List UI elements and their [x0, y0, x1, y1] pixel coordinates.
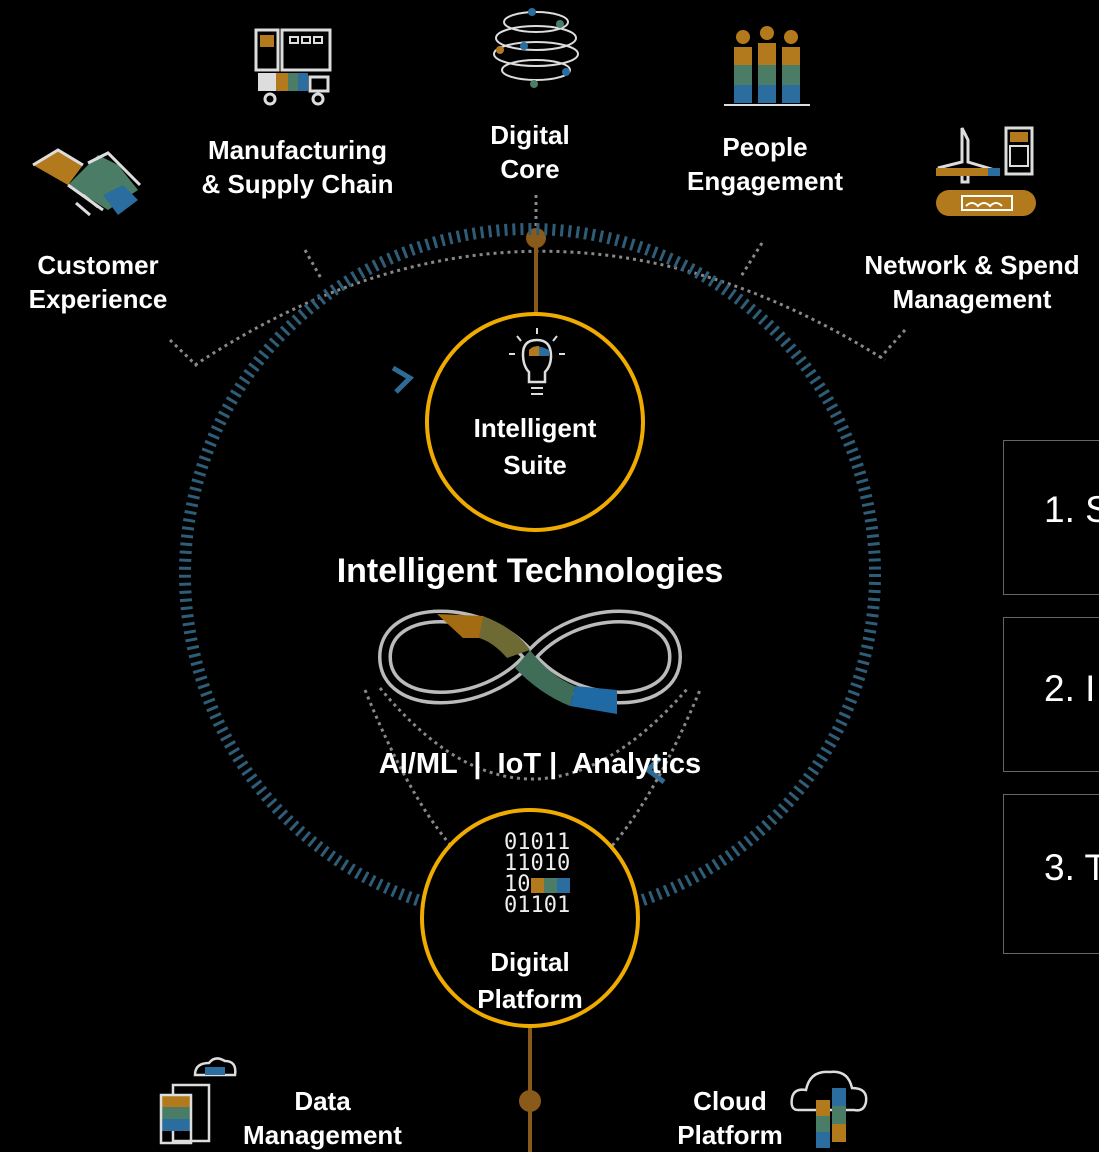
digital-core-line2: Core — [500, 154, 560, 184]
binary-row-3-text: 10 — [504, 872, 531, 897]
manufacturing-line2: & Supply Chain — [201, 169, 394, 199]
data-documents-cloud-icon — [159, 1057, 237, 1145]
suite-line1: Intelligent — [473, 413, 597, 443]
binary-code-icon: 01011 11010 10 01101 — [504, 830, 571, 918]
binary-row-1: 01011 — [504, 830, 571, 855]
center-title: Intelligent Technologies — [336, 552, 724, 590]
suite-text: Intelligent Suite — [429, 410, 641, 484]
step-2-text: 2. I — [1044, 668, 1096, 709]
data-management-label: Data Management — [225, 1084, 420, 1152]
network-spend-label: Network & Spend Management — [845, 248, 1099, 316]
digital-platform-hub: 01011 11010 10 01101 Digital Platform — [420, 808, 640, 1028]
cloud-platform-label: Cloud Platform — [660, 1084, 800, 1152]
customer-experience-line2: Experience — [28, 284, 168, 314]
data-management-line1: Data — [294, 1086, 351, 1116]
people-engagement-label: People Engagement — [670, 130, 860, 198]
network-spend-line1: Network & Spend — [864, 250, 1080, 280]
arrow-top — [391, 365, 415, 394]
bottom-arc — [378, 687, 690, 781]
digital-core-line1: Digital — [490, 120, 570, 150]
infinity-loop-icon — [377, 609, 683, 714]
data-management-line2: Management — [243, 1120, 402, 1150]
digital-core-label: Digital Core — [470, 118, 590, 186]
customer-experience-line1: Customer — [37, 250, 159, 280]
intelligent-suite-hub: Intelligent Suite — [425, 312, 645, 532]
suite-line2: Suite — [503, 450, 567, 480]
platform-text: Digital Platform — [424, 944, 636, 1018]
people-engagement-line2: Engagement — [686, 166, 844, 196]
manufacturing-line1: Manufacturing — [207, 135, 388, 165]
people-icon — [724, 26, 810, 106]
platform-line2: Platform — [477, 984, 583, 1014]
lightbulb-head-icon — [509, 328, 565, 395]
network-spend-line2: Management — [892, 284, 1052, 314]
platform-line1: Digital — [490, 947, 570, 977]
people-engagement-line1: People — [722, 132, 808, 162]
step-box-1: 1. S — [1003, 440, 1099, 595]
step-1-text: 1. S — [1044, 489, 1099, 530]
plane-calculator-icon — [936, 126, 1036, 216]
digital-core-sphere-icon — [493, 8, 579, 88]
binary-row-3: 10 — [504, 872, 570, 897]
customer-experience-label: Customer Experience — [18, 248, 178, 316]
handshake-icon — [32, 148, 142, 217]
manufacturing-label: Manufacturing & Supply Chain — [185, 133, 410, 201]
step-box-2: 2. I — [1003, 617, 1099, 772]
cloud-bars-icon — [790, 1070, 868, 1148]
technologies-line: AI/ML | IoT | Analytics — [378, 748, 702, 780]
step-3-text: 3. T — [1044, 847, 1099, 888]
cloud-platform-line2: Platform — [677, 1120, 783, 1150]
arrow-bottom — [644, 756, 666, 784]
cloud-platform-line1: Cloud — [693, 1086, 767, 1116]
binary-row-2: 11010 — [504, 851, 571, 876]
factory-truck-icon — [254, 28, 332, 106]
binary-row-4: 01101 — [504, 893, 571, 918]
step-box-3: 3. T — [1003, 794, 1099, 954]
